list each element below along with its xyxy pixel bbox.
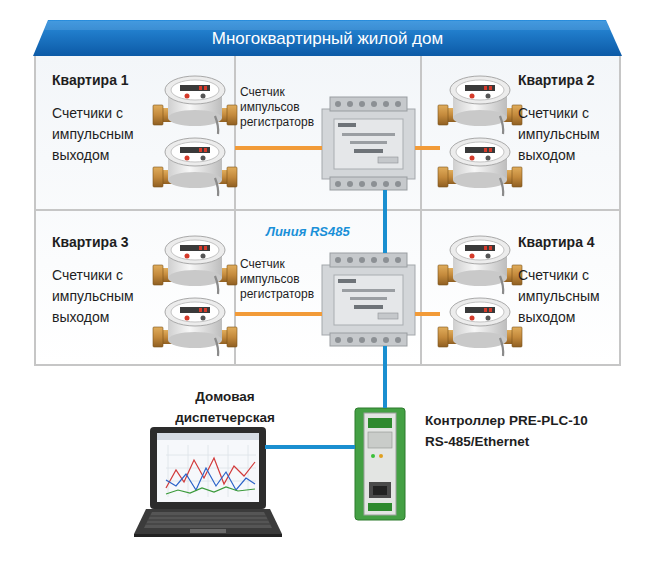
apartment-cell: Квартира 4Счетчики с импульсным выходом [440,225,620,360]
rs485-line [383,346,387,408]
pulse-counter: Счетчик импульсов регистраторв [322,97,415,190]
line-label: Линия RS485 [266,224,350,239]
pulse-wire [235,312,322,316]
node-text: Контроллер PRE-PLC-10 RS-485/Ethernet [425,410,605,452]
node-heading: Квартира 2 [518,71,638,89]
pulse-counter: Счетчик импульсов регистраторв [322,253,415,346]
node-text: Счетчики с импульсным выходом [518,265,618,328]
node-text: Счетчики с импульсным выходом [518,103,618,166]
node-heading: Квартира 3 [52,233,172,251]
plc-controller: Контроллер PRE-PLC-10 RS-485/Ethernet [355,408,405,520]
apartment-cell: Квартира 2Счетчики с импульсным выходом [440,65,620,205]
pulse-wire [235,146,322,150]
dispatch-laptop: Домовая диспетчерская [148,425,265,535]
node-heading: Квартира 1 [52,71,172,89]
apartment-cell: Квартира 3 Счетчики с импульсным выходом [45,225,235,360]
node-text: Счетчик импульсов регистраторв [240,257,320,302]
title-banner: Многоквартирный жилой дом [35,22,620,55]
node-heading: Квартира 4 [518,233,638,251]
node-text: Счетчик импульсов регистраторв [240,85,320,130]
node-text: Домовая диспетчерская [160,386,290,428]
apartment-cell: Квартира 1 Счетчики с импульсным выходом [45,65,235,205]
node-text: Счетчики с импульсным выходом [52,103,152,166]
node-text: Счетчики с импульсным выходом [52,265,152,328]
rs485-line [265,445,355,449]
pulse-wire [415,312,440,316]
rs485-line [383,190,387,253]
pulse-wire [415,146,440,150]
